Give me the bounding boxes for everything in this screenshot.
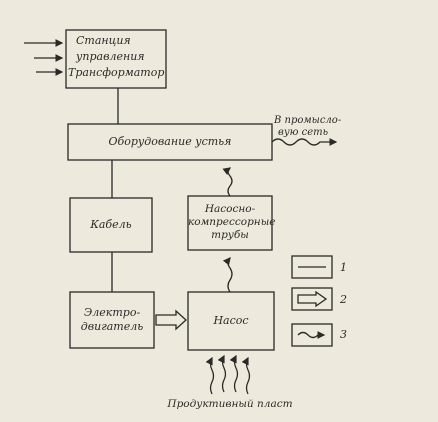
- reservoir-label: Продуктивный пласт: [167, 398, 293, 410]
- legend-box-2: [291, 287, 333, 311]
- pump-box: [187, 291, 275, 351]
- field-network-label-2: вую сеть: [278, 127, 329, 138]
- legend-number-1: 1: [340, 261, 347, 274]
- wavy-arrow-tubing-to-wellhead: [222, 167, 233, 197]
- motor-label-2: двигатель: [80, 320, 144, 333]
- wavy-arrow-to-field-network: [271, 138, 338, 146]
- tubing-label-2: компрессорные: [188, 216, 276, 228]
- legend-box-1: [291, 255, 333, 279]
- inflow-arrow-3: [229, 354, 239, 393]
- cable-box: [69, 197, 153, 253]
- control-station-box: [65, 29, 167, 89]
- cable-label: Кабель: [90, 218, 132, 231]
- tubing-label-1: Насосно-: [204, 203, 256, 215]
- control-station-label-2: управления: [76, 50, 145, 63]
- legend-symbol-hollow-arrow: [297, 290, 328, 308]
- inflow-arrow-4: [241, 356, 251, 395]
- wavy-arrow-pump-to-tubing: [222, 256, 233, 293]
- pump-label: Насос: [213, 314, 249, 327]
- legend-symbol-wavy: [297, 331, 326, 339]
- legend-number-3: 3: [340, 328, 347, 341]
- inflow-arrow-1: [205, 356, 215, 395]
- legend-number-2: 2: [340, 293, 347, 306]
- control-station-label-1: Станция: [76, 34, 131, 47]
- field-network-label-1: В промысло-: [274, 115, 342, 126]
- shaft-hollow-arrow: [155, 309, 187, 331]
- motor-label-1: Электро-: [83, 306, 141, 319]
- wellhead-label: Оборудование устья: [108, 135, 232, 148]
- control-station-label-3: Трансформатор: [68, 66, 165, 79]
- legend-box-3: [291, 323, 333, 347]
- tubing-label-3: трубы: [211, 229, 249, 241]
- inflow-arrow-2: [217, 354, 227, 393]
